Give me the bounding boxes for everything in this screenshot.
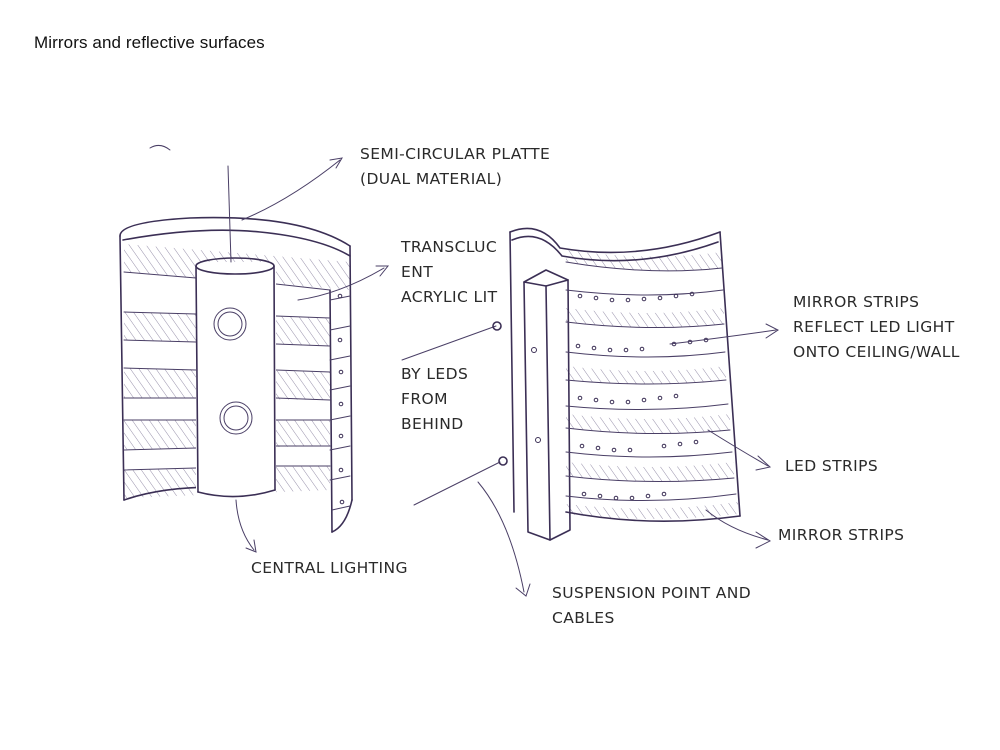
label-by-leds-from-behind: BY LEDS FROM BEHIND bbox=[401, 365, 469, 433]
label-semi-circular-platte: SEMI-CIRCULAR PLATTE (DUAL MATERIAL) bbox=[360, 145, 551, 188]
leader-lines bbox=[149, 144, 779, 597]
right-lamp-hatched-bands bbox=[566, 250, 738, 519]
left-lamp bbox=[119, 165, 353, 533]
led-dots bbox=[575, 291, 709, 501]
label-translucent-acrylic: TRANSCLUC ENT ACRYLIC LIT bbox=[401, 238, 498, 306]
label-mirror-strips-reflect: MIRROR STRIPS REFLECT LED LIGHT ONTO CEI… bbox=[793, 293, 960, 361]
page-title: Mirrors and reflective surfaces bbox=[34, 33, 265, 52]
right-lamp bbox=[509, 227, 741, 541]
label-led-strips: LED STRIPS bbox=[785, 457, 879, 475]
label-mirror-strips: MIRROR STRIPS bbox=[778, 526, 905, 544]
central-cylinder bbox=[195, 257, 276, 498]
label-central-lighting: CENTRAL LIGHTING bbox=[251, 559, 408, 577]
label-suspension-point: SUSPENSION POINT AND CABLES bbox=[552, 584, 752, 627]
